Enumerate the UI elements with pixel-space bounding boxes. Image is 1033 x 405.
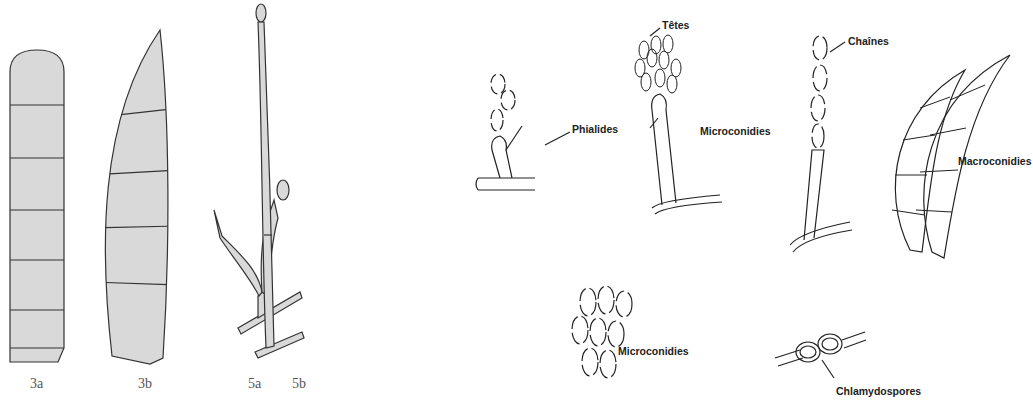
- structure-label: Têtes: [662, 20, 689, 31]
- structure-label: Macroconidies: [958, 156, 1032, 167]
- phialide-5b: [255, 4, 304, 358]
- macroconidium-3a: [0, 50, 80, 362]
- phialide-5a: [214, 180, 302, 334]
- structure-label: Phialides: [572, 124, 618, 135]
- figure-label: 5a: [248, 377, 261, 391]
- structure-label: Microconidies: [618, 346, 689, 357]
- figure-label: 3b: [138, 377, 152, 391]
- structure-label: Chaînes: [848, 36, 889, 47]
- structure-label: Microconidies: [700, 126, 771, 137]
- macroconidium-3b: [90, 30, 180, 364]
- figure-label: 3a: [30, 377, 43, 391]
- fungal-structures: [476, 28, 1010, 378]
- figure-label: 5b: [292, 377, 306, 391]
- structure-label: Chlamydospores: [836, 386, 921, 397]
